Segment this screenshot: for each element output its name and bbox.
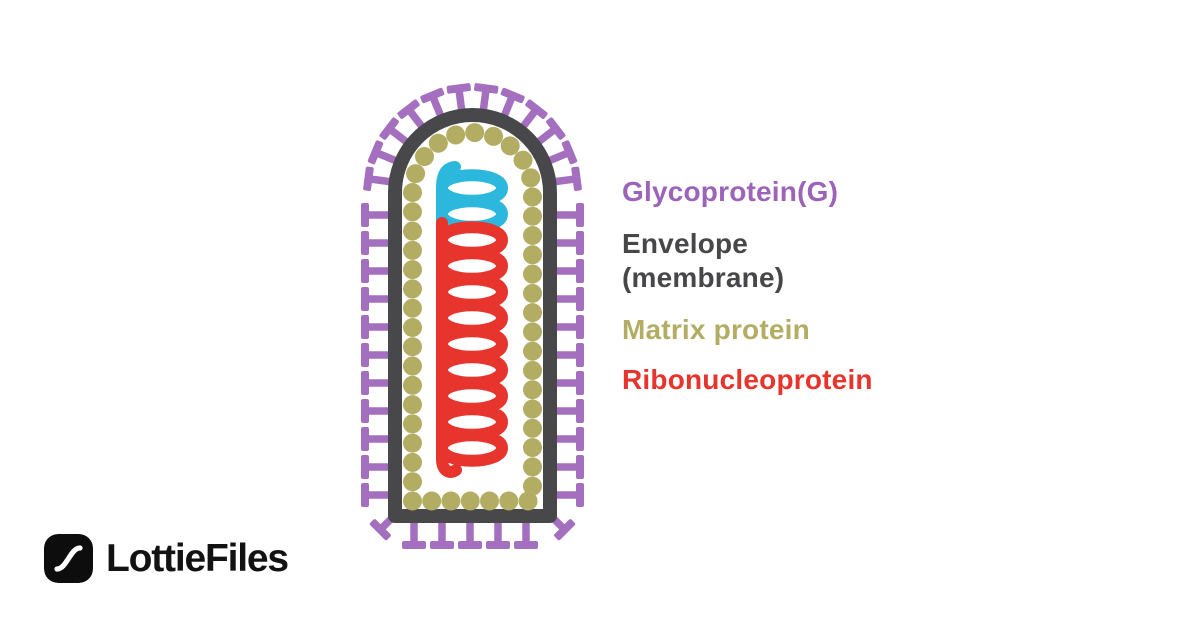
glycoprotein-spike bbox=[361, 483, 390, 507]
label-glycoprotein-text: Glycoprotein(G) bbox=[622, 176, 839, 207]
glycoprotein-spike bbox=[555, 483, 584, 507]
label-glycoprotein: Glycoprotein(G) bbox=[622, 175, 838, 209]
glycoprotein-spike bbox=[514, 520, 538, 549]
glycoprotein-spike bbox=[363, 166, 394, 191]
glycoprotein-spike bbox=[361, 203, 390, 227]
glycoprotein-spike bbox=[361, 343, 390, 367]
glycoprotein-spike bbox=[361, 287, 390, 311]
glycoprotein-spike bbox=[361, 427, 390, 451]
glycoprotein-spike bbox=[361, 259, 390, 283]
matrix-protein-dots bbox=[403, 123, 542, 511]
glycoprotein-spike bbox=[361, 371, 390, 395]
lottiefiles-logo: LottieFiles bbox=[44, 534, 289, 583]
glycoprotein-spike bbox=[402, 520, 426, 549]
glycoprotein-spike bbox=[555, 203, 584, 227]
glycoprotein-spike bbox=[361, 315, 390, 339]
label-envelope-line2: (membrane) bbox=[622, 262, 785, 293]
glycoprotein-spike bbox=[551, 166, 582, 191]
lottiefiles-wordmark: LottieFiles bbox=[106, 537, 289, 580]
glycoprotein-spike bbox=[361, 399, 390, 423]
glycoprotein-spike bbox=[555, 343, 584, 367]
lottie-s-curve-icon bbox=[44, 534, 93, 583]
envelope-membrane-shape bbox=[388, 108, 557, 523]
glycoprotein-spike bbox=[361, 231, 390, 255]
glycoprotein-spike bbox=[430, 520, 454, 549]
label-envelope-line1: Envelope bbox=[622, 228, 749, 259]
glycoprotein-spike bbox=[555, 427, 584, 451]
glycoprotein-spike bbox=[555, 455, 584, 479]
label-ribonucleoprotein: Ribonucleoprotein bbox=[622, 363, 873, 397]
glycoprotein-spike bbox=[555, 371, 584, 395]
glycoprotein-spike bbox=[555, 259, 584, 283]
glycoprotein-spike bbox=[555, 315, 584, 339]
rnp-coil-leader bbox=[436, 161, 508, 233]
glycoprotein-spike bbox=[486, 520, 510, 549]
glycoprotein-spike bbox=[446, 83, 471, 114]
label-matrix-protein: Matrix protein bbox=[622, 313, 810, 347]
glycoprotein-spike bbox=[474, 83, 499, 114]
label-envelope: Envelope (membrane) bbox=[622, 227, 784, 295]
glycoprotein-spike bbox=[555, 287, 584, 311]
glycoprotein-spike bbox=[361, 455, 390, 479]
ribonucleoprotein-coil bbox=[436, 217, 508, 478]
glycoprotein-spike bbox=[555, 231, 584, 255]
label-ribonucleoprotein-text: Ribonucleoprotein bbox=[622, 364, 873, 395]
glycoprotein-spike bbox=[458, 520, 482, 549]
glycoprotein-spike bbox=[555, 399, 584, 423]
label-matrix-protein-text: Matrix protein bbox=[622, 314, 810, 345]
